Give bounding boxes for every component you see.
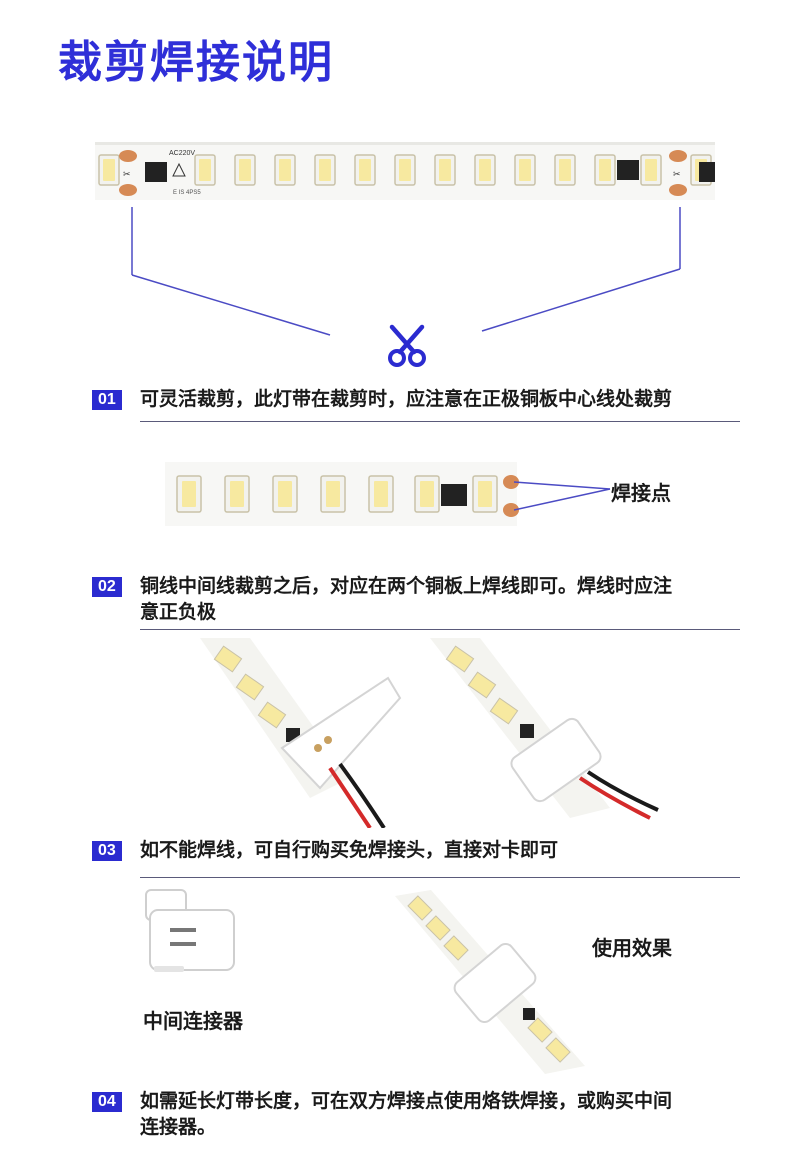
step-02-text-line1: 铜线中间线裁剪之后，对应在两个铜板上焊线即可。焊线时应注 — [140, 575, 673, 597]
connector-photo-closed — [430, 638, 659, 820]
step-number: 01 — [92, 390, 122, 410]
solder-pointer-lines — [513, 481, 611, 511]
driver-ic-right — [617, 160, 639, 180]
step-number: 04 — [92, 1092, 122, 1112]
driver-ic — [441, 484, 467, 506]
connector-photo-open — [200, 638, 402, 828]
step-04-text-line2: 连接器。 — [140, 1116, 217, 1138]
step-04-text-line1: 如需延长灯带长度，可在双方焊接点使用烙铁焊接，或购买中间 — [140, 1090, 673, 1112]
led-strip-full: ✂ AC220V E IS 4PS5 — [95, 142, 715, 200]
step-04: 04 — [92, 1091, 122, 1112]
divider — [140, 877, 740, 878]
usage-effect-label: 使用效果 — [592, 936, 672, 960]
solder-pad-top — [503, 475, 519, 489]
page-title: 裁剪焊接说明 — [58, 37, 334, 88]
step-01: 01 — [92, 389, 122, 410]
step-01-text: 可灵活裁剪，此灯带在裁剪时，应注意在正极铜板中心线处裁剪 — [140, 388, 673, 410]
step-02: 02 — [92, 576, 122, 597]
voltage-marking: AC220V — [169, 150, 195, 157]
divider — [140, 421, 740, 422]
cut-guide-lines — [131, 207, 681, 367]
scissors-icon — [388, 324, 426, 367]
strip-code: E IS 4PS5 — [173, 190, 201, 196]
step-number: 02 — [92, 577, 122, 597]
warning-icon — [172, 162, 186, 177]
driver-ic — [145, 162, 167, 182]
connector-photos — [200, 638, 659, 828]
solder-pad-bottom — [503, 503, 519, 517]
usage-effect-photo — [395, 890, 585, 1074]
step-03: 03 — [92, 840, 122, 861]
step-number: 03 — [92, 841, 122, 861]
led-chip — [98, 154, 120, 186]
led-strip-closeup — [165, 462, 519, 526]
middle-connector-photo — [145, 889, 235, 972]
step-02-text-line2: 意正负极 — [140, 601, 217, 623]
solder-point-label: 焊接点 — [611, 481, 671, 505]
step-03-text: 如不能焊线，可自行购买免焊接头，直接对卡即可 — [140, 839, 559, 861]
middle-connector-label: 中间连接器 — [143, 1009, 243, 1033]
divider — [140, 629, 740, 630]
